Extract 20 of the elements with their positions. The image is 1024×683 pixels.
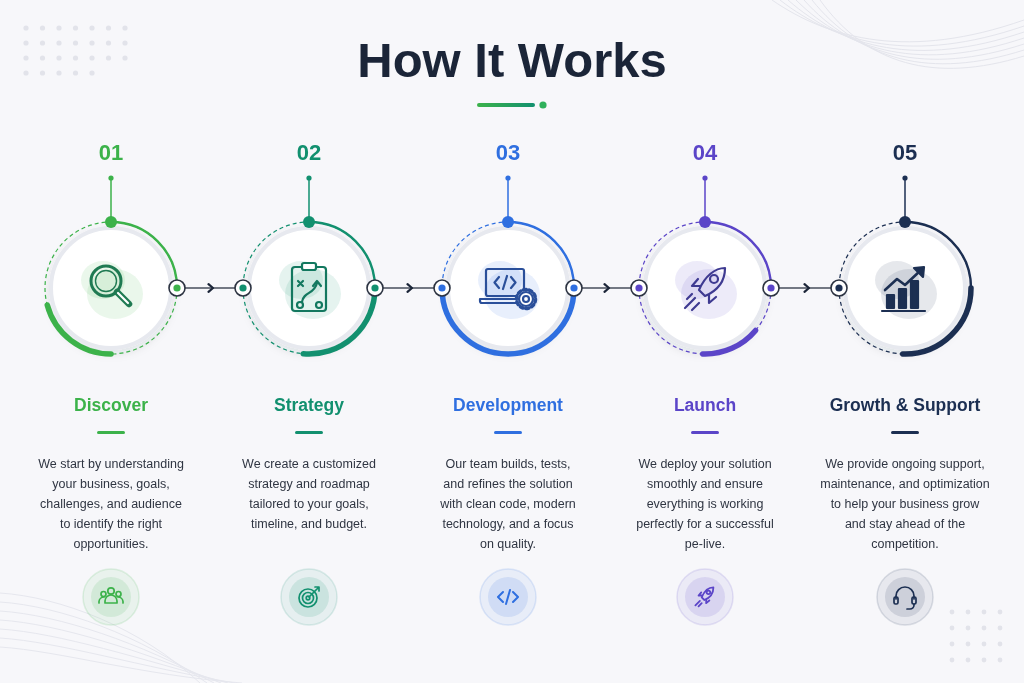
step-description: We start by understanding your business, goals, challenges, and audience to identify the right opportunities. <box>37 456 185 553</box>
step-number: 01 <box>98 139 124 167</box>
step-title: Growth & Support <box>829 394 981 416</box>
step-title: Development <box>453 394 563 416</box>
step-title: Strategy <box>274 394 344 416</box>
page-title: How It Works <box>357 32 667 89</box>
step-description: We create a customized strategy and roadmap tailored to your goals, timeline, and budget. <box>241 456 377 533</box>
step-number: 05 <box>892 139 918 167</box>
step-number: 04 <box>692 139 718 167</box>
step-number: 03 <box>495 139 521 167</box>
connector-arrow <box>198 283 222 293</box>
step-title: Discover <box>74 394 148 416</box>
connector-arrow <box>792 283 818 293</box>
step-number: 02 <box>296 139 322 167</box>
step-description: We provide ongoing support, maintenance, and optimization to help your business grow and stay ahead of the competition. <box>819 456 991 553</box>
step-description: Our team builds, tests, and refines the solution with clean code, modern technology, and a focus on quality. <box>439 456 577 553</box>
step-description: We deploy your solution smoothly and ensure everything is working perfectly for a successful pe-live. <box>635 456 775 553</box>
connector-arrow <box>396 283 421 293</box>
step-title: Launch <box>673 394 737 416</box>
connector-arrow <box>595 283 618 293</box>
